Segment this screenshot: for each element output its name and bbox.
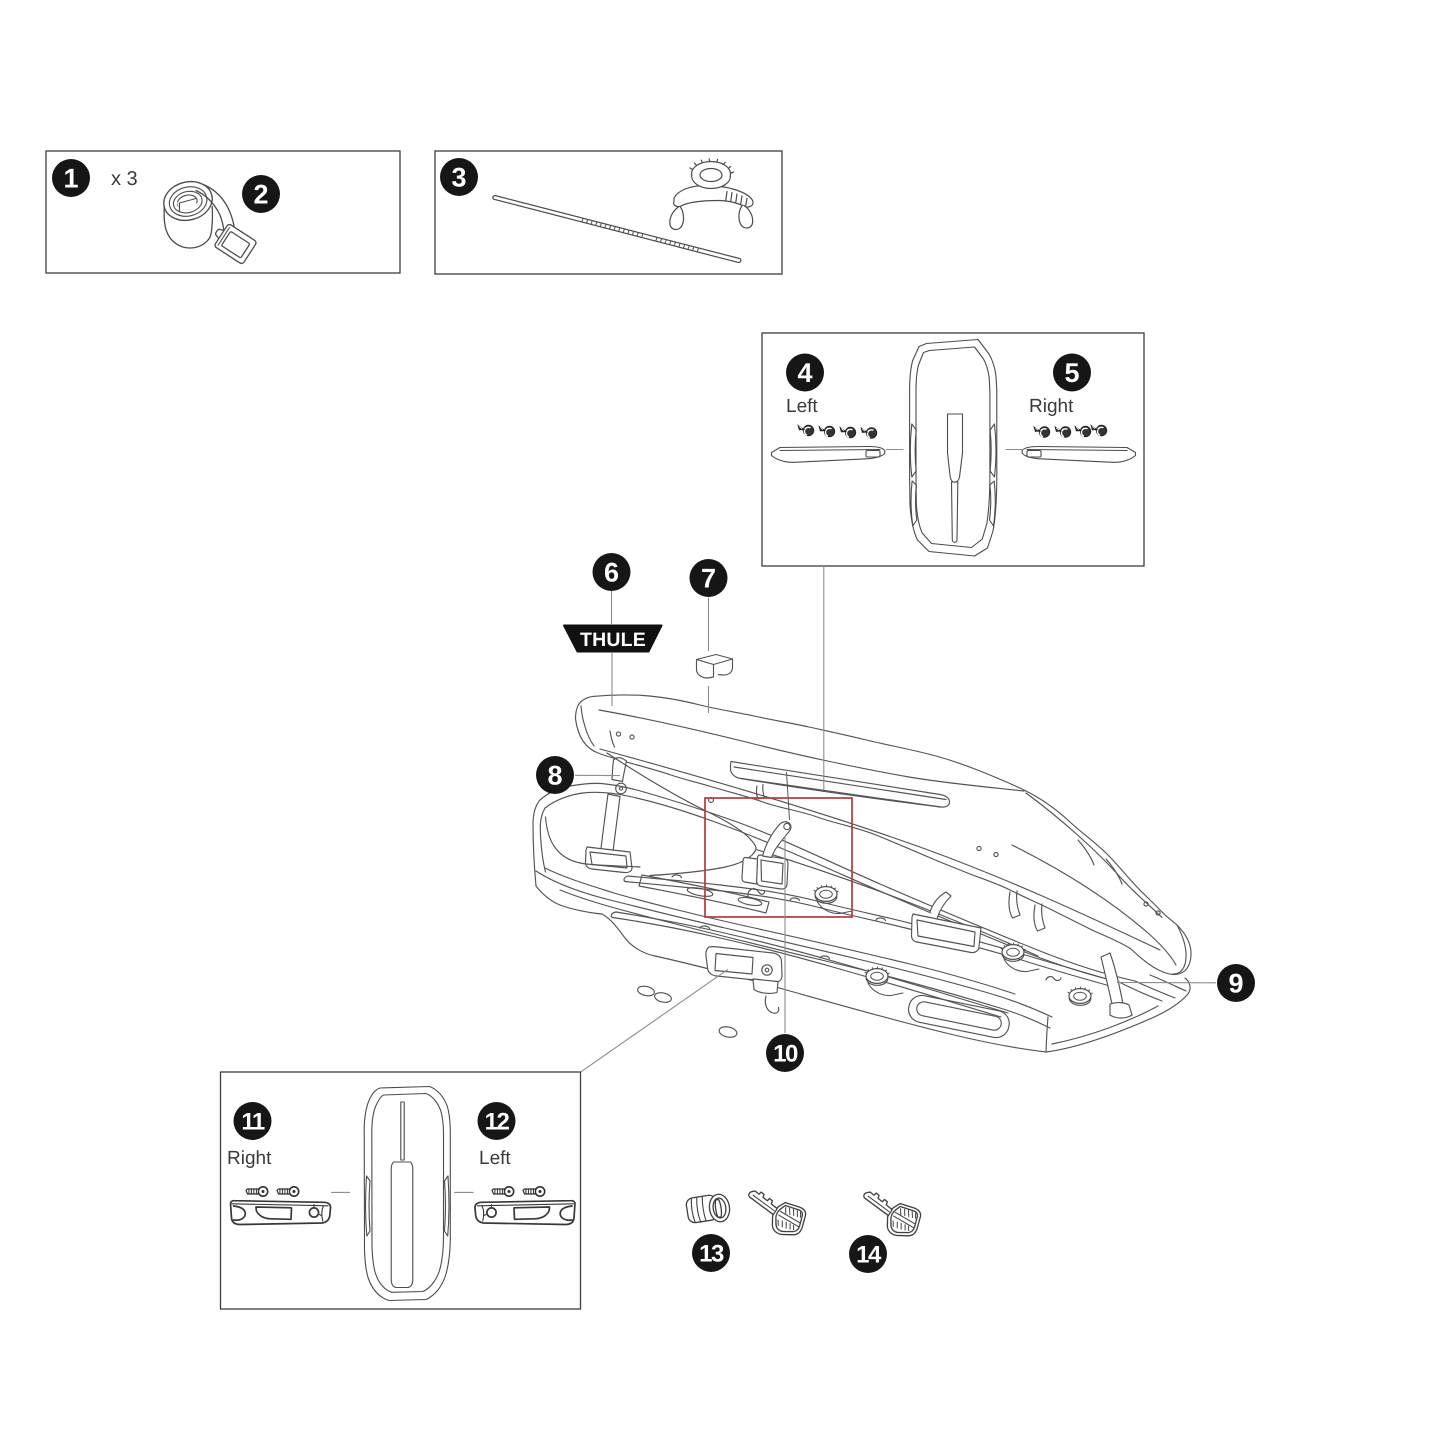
svg-text:11: 11 — [241, 1109, 265, 1136]
svg-text:10: 10 — [773, 1041, 798, 1068]
svg-text:4: 4 — [797, 358, 812, 388]
svg-text:2: 2 — [253, 180, 268, 210]
svg-text:Left: Left — [479, 1148, 511, 1169]
svg-text:12: 12 — [485, 1109, 510, 1136]
svg-text:6: 6 — [604, 558, 619, 588]
svg-text:3: 3 — [451, 163, 466, 193]
svg-text:THULE: THULE — [580, 629, 646, 651]
svg-text:x 3: x 3 — [111, 168, 138, 190]
svg-text:8: 8 — [547, 761, 562, 791]
svg-text:Right: Right — [227, 1148, 272, 1169]
svg-text:14: 14 — [856, 1242, 882, 1269]
svg-text:7: 7 — [701, 564, 716, 594]
svg-text:Left: Left — [786, 396, 818, 417]
svg-text:9: 9 — [1228, 969, 1243, 999]
svg-text:1: 1 — [63, 164, 78, 194]
svg-text:13: 13 — [699, 1241, 724, 1268]
svg-text:Right: Right — [1029, 396, 1074, 417]
svg-text:5: 5 — [1064, 358, 1079, 388]
